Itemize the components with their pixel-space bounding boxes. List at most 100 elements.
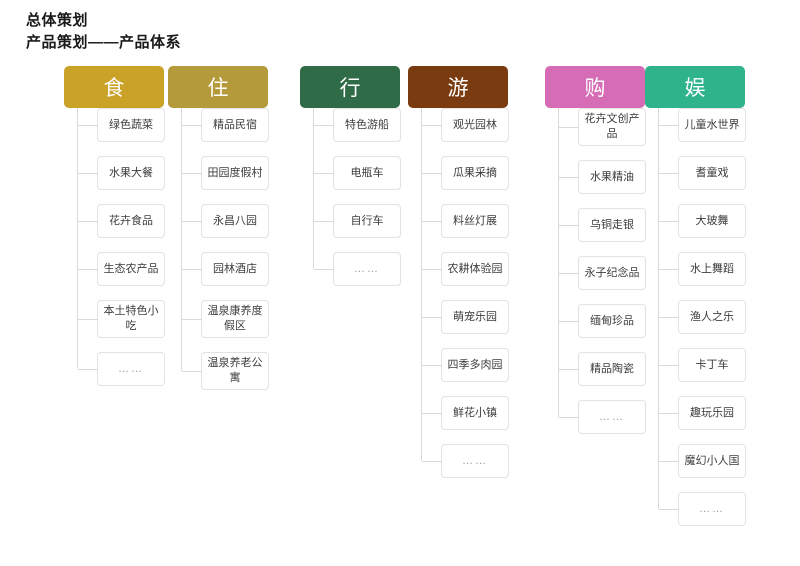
product-system-diagram: 食绿色蔬菜水果大餐花卉食品生态农产品本土特色小吃……住精品民宿田园度假村永昌八园… xyxy=(0,66,800,566)
product-node[interactable]: 电瓶车 xyxy=(314,156,401,190)
product-node[interactable]: 精品陶瓷 xyxy=(559,352,646,386)
product-node[interactable]: 观光园林 xyxy=(422,108,509,142)
product-node[interactable]: …… xyxy=(659,492,746,526)
category-column-yu: 娱儿童水世界耆童戏大玻舞水上舞蹈渔人之乐卡丁车趣玩乐园魔幻小人国 …… xyxy=(645,66,746,540)
branch-yu: 儿童水世界耆童戏大玻舞水上舞蹈渔人之乐卡丁车趣玩乐园魔幻小人国 …… xyxy=(658,108,746,526)
product-node[interactable]: 卡丁车 xyxy=(659,348,746,382)
page-title: 总体策划 产品策划——产品体系 xyxy=(26,10,181,54)
branch-shi: 绿色蔬菜水果大餐花卉食品生态农产品本土特色小吃 …… xyxy=(77,108,165,386)
connector-line xyxy=(422,461,442,462)
product-node[interactable]: …… xyxy=(78,352,165,386)
connector-line xyxy=(422,365,442,366)
connector-line xyxy=(78,319,98,320)
connector-line xyxy=(182,269,202,270)
branch-spine xyxy=(181,108,182,371)
product-node[interactable]: 儿童水世界 xyxy=(659,108,746,142)
connector-line xyxy=(422,269,442,270)
connector-line xyxy=(659,173,679,174)
connector-line xyxy=(659,125,679,126)
product-node[interactable]: 大玻舞 xyxy=(659,204,746,238)
product-node[interactable]: 水果精油 xyxy=(559,160,646,194)
product-node[interactable]: 水上舞蹈 xyxy=(659,252,746,286)
category-header-xing[interactable]: 行 xyxy=(300,66,400,108)
product-node[interactable]: 缅甸珍品 xyxy=(559,304,646,338)
product-node[interactable]: 园林酒店 xyxy=(182,252,269,286)
connector-line xyxy=(659,461,679,462)
connector-line xyxy=(559,321,579,322)
category-header-yu[interactable]: 娱 xyxy=(645,66,745,108)
connector-line xyxy=(182,371,202,372)
category-header-gou[interactable]: 购 xyxy=(545,66,645,108)
connector-line xyxy=(314,173,334,174)
connector-line xyxy=(559,225,579,226)
product-node[interactable]: 耆童戏 xyxy=(659,156,746,190)
product-node[interactable]: 乌铜走银 xyxy=(559,208,646,242)
category-header-you[interactable]: 游 xyxy=(408,66,508,108)
branch-xing: 特色游船电瓶车自行车 …… xyxy=(313,108,401,286)
product-node[interactable]: 鲜花小镇 xyxy=(422,396,509,430)
connector-line xyxy=(78,369,98,370)
product-node[interactable]: 绿色蔬菜 xyxy=(78,108,165,142)
connector-line xyxy=(422,125,442,126)
connector-line xyxy=(659,509,679,510)
product-node[interactable]: 本土特色小吃 xyxy=(78,300,165,338)
connector-line xyxy=(559,369,579,370)
connector-line xyxy=(659,365,679,366)
connector-line xyxy=(659,317,679,318)
product-node[interactable]: 渔人之乐 xyxy=(659,300,746,334)
product-node[interactable]: …… xyxy=(559,400,646,434)
connector-line xyxy=(422,413,442,414)
connector-line xyxy=(559,273,579,274)
connector-line xyxy=(182,173,202,174)
connector-line xyxy=(659,413,679,414)
connector-line xyxy=(422,221,442,222)
branch-zhu: 精品民宿田园度假村永昌八园园林酒店温泉康养度假区温泉养老公寓 xyxy=(181,108,269,390)
connector-line xyxy=(182,125,202,126)
category-column-xing: 行特色游船电瓶车自行车 …… xyxy=(300,66,401,300)
product-node[interactable]: 萌宠乐园 xyxy=(422,300,509,334)
product-node[interactable]: 精品民宿 xyxy=(182,108,269,142)
category-header-zhu[interactable]: 住 xyxy=(168,66,268,108)
category-column-zhu: 住精品民宿田园度假村永昌八园园林酒店温泉康养度假区温泉养老公寓 xyxy=(168,66,269,404)
title-line-2: 产品策划——产品体系 xyxy=(26,34,182,51)
product-node[interactable]: 温泉康养度假区 xyxy=(182,300,269,338)
connector-line xyxy=(314,221,334,222)
title-line-1: 总体策划 xyxy=(26,12,89,29)
product-node[interactable]: 永子纪念品 xyxy=(559,256,646,290)
product-node[interactable]: 花卉食品 xyxy=(78,204,165,238)
category-header-shi[interactable]: 食 xyxy=(64,66,164,108)
connector-line xyxy=(314,269,334,270)
product-node[interactable]: 趣玩乐园 xyxy=(659,396,746,430)
product-node[interactable]: 魔幻小人国 xyxy=(659,444,746,478)
product-node[interactable]: 特色游船 xyxy=(314,108,401,142)
product-node[interactable]: 田园度假村 xyxy=(182,156,269,190)
product-node[interactable]: …… xyxy=(314,252,401,286)
connector-line xyxy=(422,317,442,318)
branch-you: 观光园林瓜果采摘料丝灯展农耕体验园萌宠乐园四季多肉园鲜花小镇 …… xyxy=(421,108,509,478)
product-node[interactable]: 四季多肉园 xyxy=(422,348,509,382)
connector-line xyxy=(314,125,334,126)
product-node[interactable]: …… xyxy=(422,444,509,478)
product-node[interactable]: 料丝灯展 xyxy=(422,204,509,238)
product-node[interactable]: 水果大餐 xyxy=(78,156,165,190)
product-node[interactable]: 自行车 xyxy=(314,204,401,238)
connector-line xyxy=(659,221,679,222)
connector-line xyxy=(182,319,202,320)
connector-line xyxy=(78,269,98,270)
connector-line xyxy=(559,177,579,178)
product-node[interactable]: 花卉文创产品 xyxy=(559,108,646,146)
category-column-gou: 购花卉文创产品水果精油乌铜走银永子纪念品缅甸珍品精品陶瓷 …… xyxy=(545,66,646,448)
category-column-you: 游观光园林瓜果采摘料丝灯展农耕体验园萌宠乐园四季多肉园鲜花小镇 …… xyxy=(408,66,509,492)
branch-spine xyxy=(77,108,78,369)
connector-line xyxy=(182,221,202,222)
category-column-shi: 食绿色蔬菜水果大餐花卉食品生态农产品本土特色小吃 …… xyxy=(64,66,165,400)
product-node[interactable]: 农耕体验园 xyxy=(422,252,509,286)
product-node[interactable]: 生态农产品 xyxy=(78,252,165,286)
product-node[interactable]: 永昌八园 xyxy=(182,204,269,238)
product-node[interactable]: 瓜果采摘 xyxy=(422,156,509,190)
branch-spine xyxy=(658,108,659,509)
product-node[interactable]: 温泉养老公寓 xyxy=(182,352,269,390)
connector-line xyxy=(422,173,442,174)
connector-line xyxy=(659,269,679,270)
branch-spine xyxy=(421,108,422,461)
